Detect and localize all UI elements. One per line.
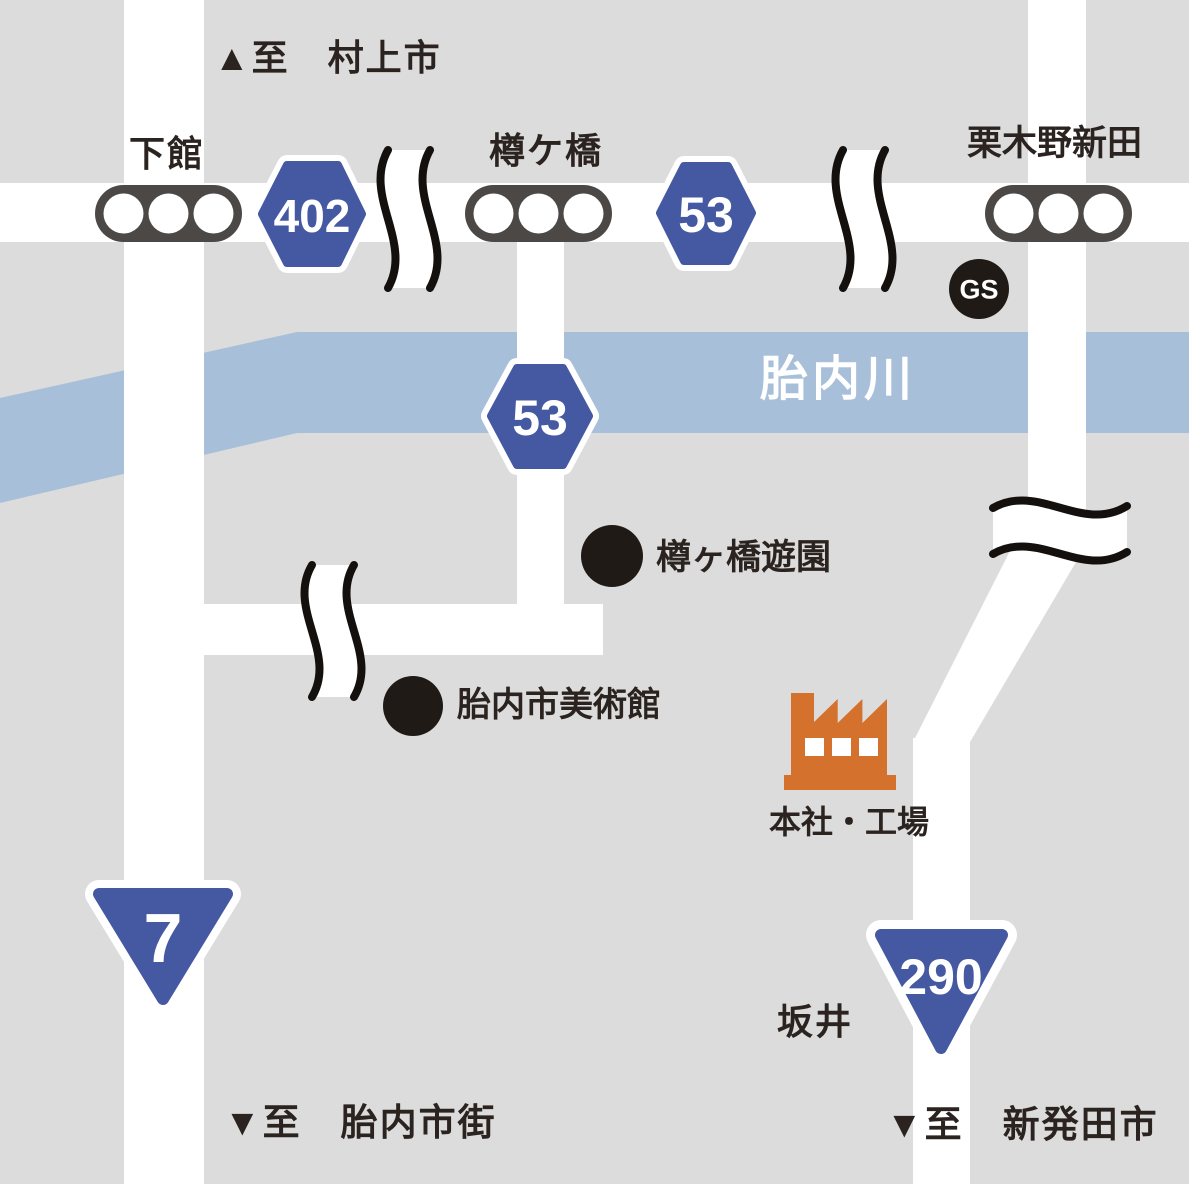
road-right-vertical-upper (1028, 0, 1086, 545)
route-sign-hexagon-402 (252, 155, 372, 273)
place-label-kurikinoshinden: 栗木野新田 (967, 124, 1143, 163)
gas-station-label: GS (959, 274, 999, 305)
canvas-bottom-edge (0, 1184, 1189, 1188)
landmark-label-park: 樽ヶ橋遊園 (656, 538, 832, 577)
route-sign-hexagon-53-top (650, 156, 762, 271)
direction-label-south-west: ▼至 胎内市街 (224, 1102, 497, 1143)
landmark-label-museum: 胎内市美術館 (457, 686, 661, 724)
route-sign-triangle-7 (85, 880, 241, 1013)
route-sign-number-402: 402 (273, 190, 351, 242)
traffic-signal-icon (985, 185, 1132, 242)
route-sign-number-290: 290 (899, 949, 983, 1005)
road-break-icon (376, 146, 442, 292)
route-sign-triangle-290 (866, 920, 1017, 1063)
route-sign-number-53-river: 53 (512, 390, 568, 446)
route-sign-number-7: 7 (143, 899, 183, 977)
road-lower-horizontal (124, 604, 603, 655)
direction-label-north: ▲至 村上市 (214, 37, 442, 78)
landmark-dot-park (581, 525, 643, 587)
landmark-label-headquarters: 本社・工場 (769, 804, 930, 840)
route-sign-hexagon-53-river (481, 358, 599, 475)
landmark-dot-museum (383, 676, 443, 736)
place-label-shimodate: 下館 (129, 133, 206, 174)
road-right-diagonal (913, 545, 1086, 742)
direction-label-south-east: ▼至 新発田市 (886, 1104, 1159, 1145)
road-break-icon (989, 496, 1131, 565)
factory-icon (784, 693, 896, 790)
place-label-tarugahashi: 樽ケ橋 (489, 130, 604, 171)
place-label-sakai: 坂井 (777, 1001, 854, 1042)
traffic-signal-icon (465, 185, 612, 242)
road-break-icon (300, 561, 366, 701)
river-label: 胎内川 (760, 353, 917, 406)
gas-station-icon (949, 259, 1009, 319)
traffic-signal-icon (95, 185, 242, 242)
road-break-icon (831, 146, 897, 292)
route-sign-number-53-top: 53 (678, 187, 734, 243)
